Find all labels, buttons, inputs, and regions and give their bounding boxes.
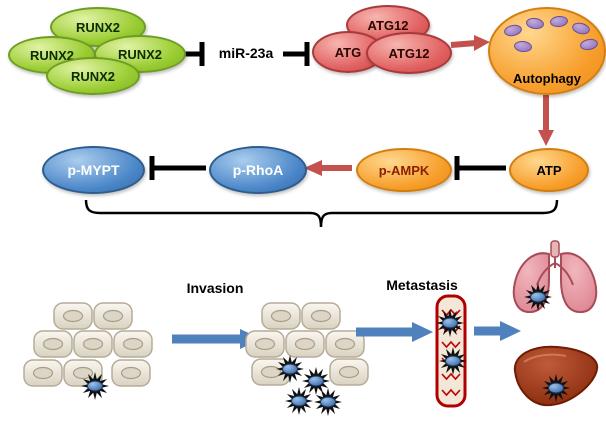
inhibition-mir23a-atg12 bbox=[283, 42, 310, 66]
arrow-atg12-autophagy bbox=[450, 35, 490, 51]
autophagosome-dot bbox=[570, 20, 592, 37]
brace bbox=[84, 199, 559, 228]
node-label: RUNX2 bbox=[29, 47, 75, 63]
autophagosome-dot bbox=[513, 40, 533, 53]
autophagosome-dot bbox=[525, 16, 545, 31]
arrow-autophagy-atp bbox=[538, 95, 554, 146]
tumor-cell-icon bbox=[301, 366, 331, 396]
node-label: RUNX2 bbox=[75, 19, 121, 35]
node-label: p-MYPT bbox=[67, 162, 120, 178]
node-label: Autophagy bbox=[513, 71, 581, 86]
cell-cluster-left bbox=[23, 302, 153, 401]
inhibition-runx2-mir23a bbox=[184, 42, 205, 66]
node-label: p-AMPK bbox=[378, 162, 430, 178]
node-autophagy: Autophagy bbox=[488, 7, 606, 95]
metastasis-label: Metastasis bbox=[386, 277, 458, 293]
node-label: ATG12 bbox=[367, 17, 409, 33]
node-label: RUNX2 bbox=[117, 46, 163, 62]
lungs-icon bbox=[512, 240, 598, 314]
inhibition-prhoa-pmypt bbox=[149, 156, 206, 180]
node-atg12-right: ATG12 bbox=[366, 32, 452, 74]
node-atp: ATP bbox=[509, 148, 589, 192]
node-prhoa: p-RhoA bbox=[209, 146, 307, 194]
autophagosome-dot bbox=[549, 15, 569, 28]
node-runx2-bottom: RUNX2 bbox=[46, 57, 140, 95]
blood-vessel-icon bbox=[435, 294, 468, 408]
node-label: p-RhoA bbox=[232, 162, 284, 178]
autophagosome-dot bbox=[503, 23, 523, 38]
cell-cluster-middle bbox=[245, 302, 369, 417]
tumor-cell-icon bbox=[313, 387, 343, 417]
invasion-label: Invasion bbox=[186, 280, 244, 296]
node-label: ATG bbox=[334, 44, 362, 60]
arrow-pampk-prhoa bbox=[304, 160, 352, 176]
inhibition-atp-pampk bbox=[454, 156, 506, 180]
tumor-cell-icon bbox=[284, 386, 314, 416]
dissemination-arrow bbox=[474, 321, 521, 341]
node-label: RUNX2 bbox=[70, 68, 116, 84]
autophagosome-dot bbox=[579, 37, 599, 52]
node-label: ATP bbox=[536, 162, 562, 178]
mir23a-label: miR-23a bbox=[218, 45, 274, 61]
node-runx2-right: RUNX2 bbox=[94, 35, 186, 73]
liver-icon bbox=[513, 345, 599, 407]
node-pampk: p-AMPK bbox=[356, 148, 452, 192]
node-pmypt: p-MYPT bbox=[42, 146, 145, 194]
node-label: ATG12 bbox=[388, 45, 430, 61]
metastasis-arrow bbox=[356, 322, 433, 342]
